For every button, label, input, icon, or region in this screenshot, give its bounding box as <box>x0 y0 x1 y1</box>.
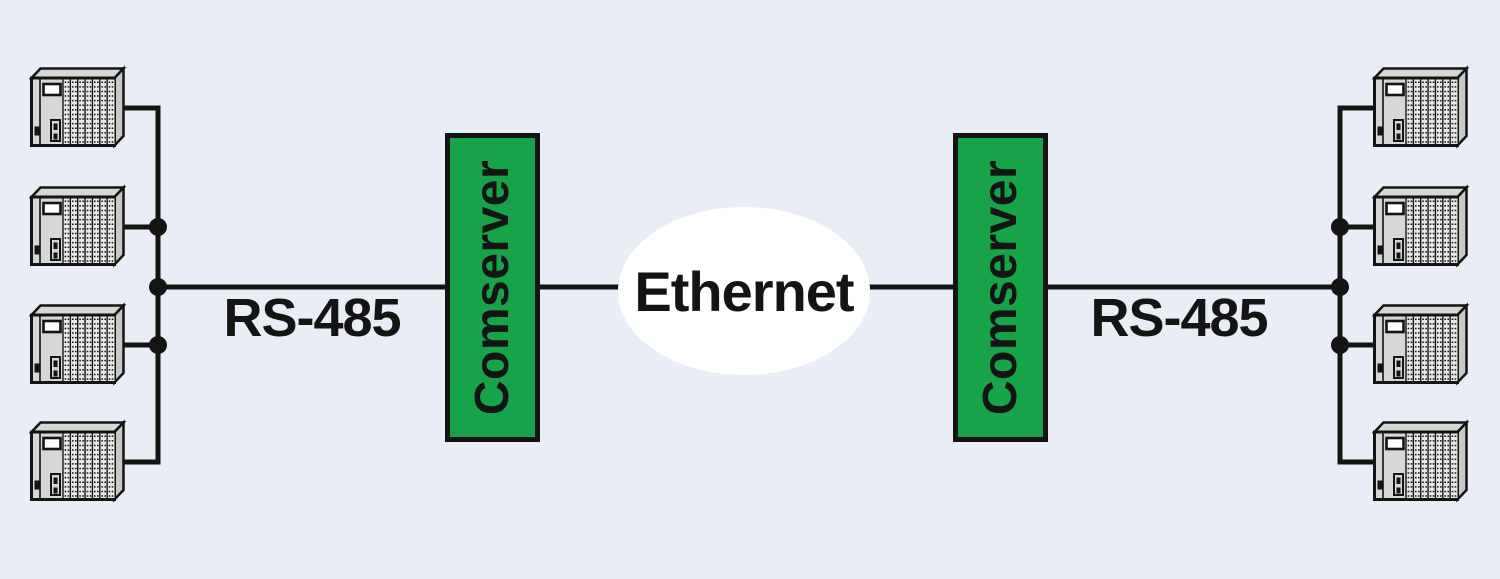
plc-rack-icon <box>32 69 124 146</box>
comserver-node-left: Comserver <box>445 133 540 442</box>
plc-rack-icon <box>32 306 124 383</box>
plc-rack-icon <box>1375 69 1467 146</box>
bus-junction-dot <box>1331 218 1349 236</box>
bus-junction-dot <box>1331 336 1349 354</box>
bus-junction-dot <box>1331 278 1349 296</box>
ethernet-cloud: Ethernet <box>618 207 870 375</box>
plc-rack-icon <box>1375 423 1467 500</box>
rs485-bus-left-wires <box>124 105 445 465</box>
plc-group-right <box>1375 69 1467 500</box>
plc-rack-icon <box>32 188 124 265</box>
comserver-node-right: Comserver <box>953 133 1048 442</box>
plc-rack-icon <box>1375 188 1467 265</box>
rs485-label-left: RS-485 <box>223 288 401 348</box>
bus-junction-dot <box>149 218 167 236</box>
bus-junction-dot <box>149 278 167 296</box>
comserver-left-label: Comserver <box>466 159 519 416</box>
comserver-right-label: Comserver <box>974 159 1027 416</box>
rs485-label-right: RS-485 <box>1090 288 1268 348</box>
plc-group-left <box>32 69 124 500</box>
plc-rack-icon <box>32 423 124 500</box>
bus-junction-dot <box>149 336 167 354</box>
rs485-bus-right-wires <box>1048 105 1373 465</box>
plc-rack-icon <box>1375 306 1467 383</box>
ethernet-label: Ethernet <box>634 259 854 323</box>
